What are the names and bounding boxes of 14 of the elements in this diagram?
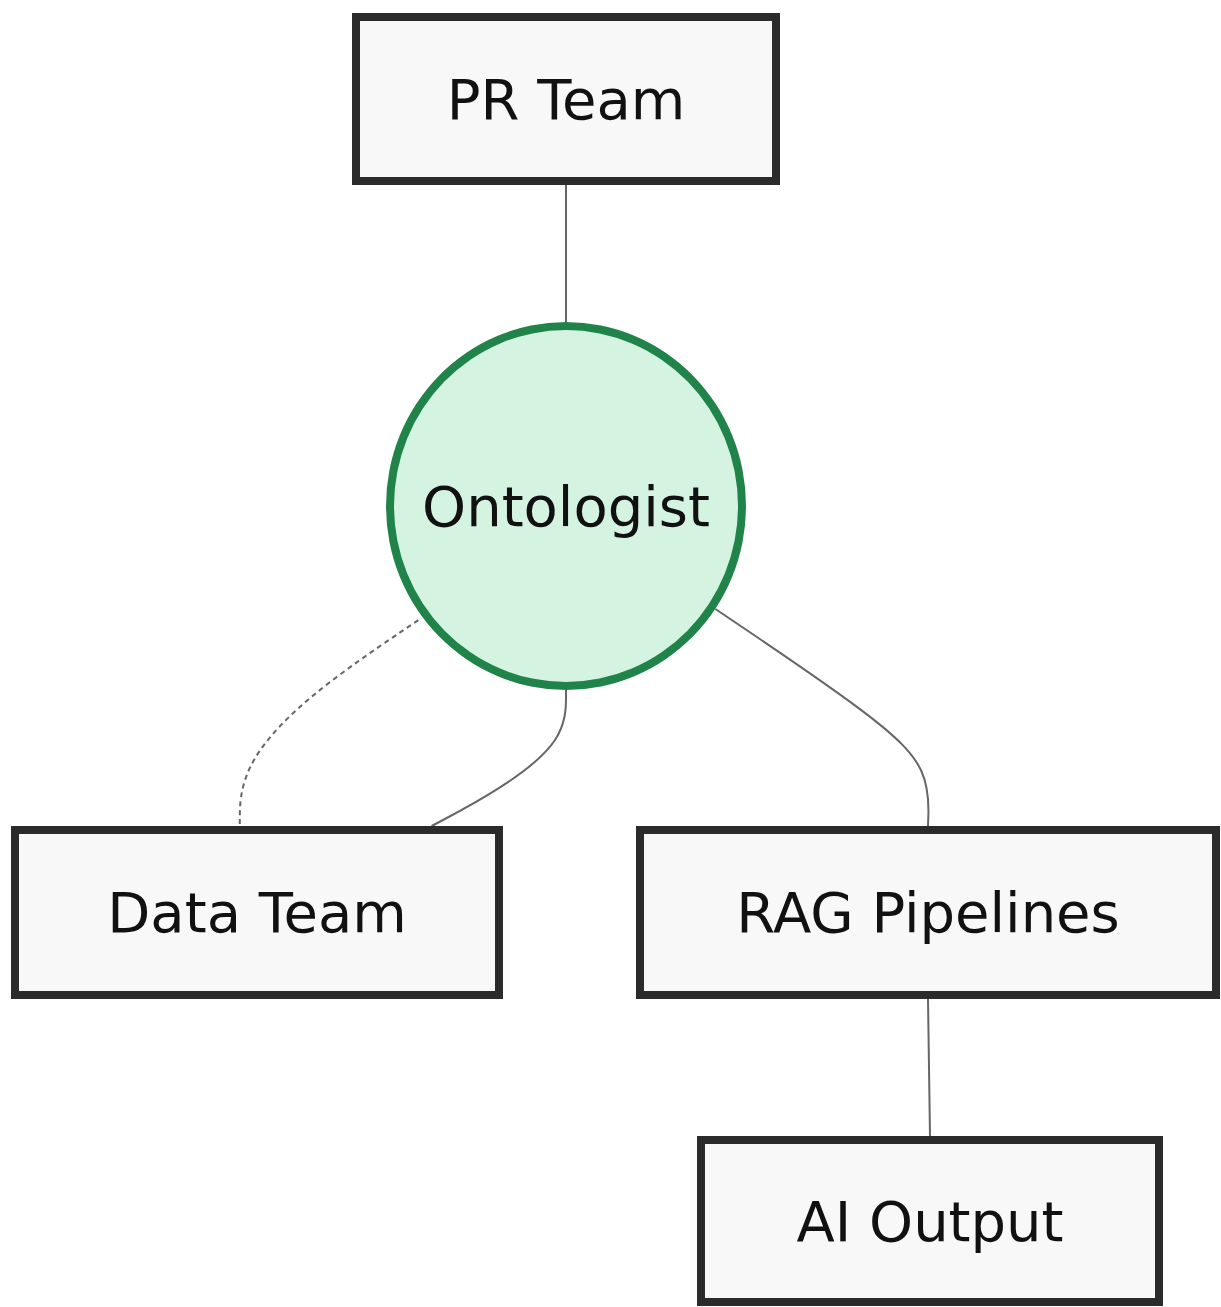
connector-line (927, 998, 931, 1137)
process-box (636, 826, 1220, 999)
connector-line (238, 619, 420, 827)
node-label: RAG Pipelines (736, 880, 1120, 945)
node-label: PR Team (446, 66, 686, 132)
process-box (11, 826, 503, 999)
connector-line (714, 608, 930, 827)
node-label: Ontologist (422, 473, 710, 539)
connector-line (565, 184, 567, 323)
process-box (697, 1136, 1163, 1306)
connector-line (430, 689, 567, 827)
node-label: Data Team (107, 880, 407, 945)
process-box (352, 13, 780, 185)
node-label: AI Output (796, 1188, 1064, 1254)
